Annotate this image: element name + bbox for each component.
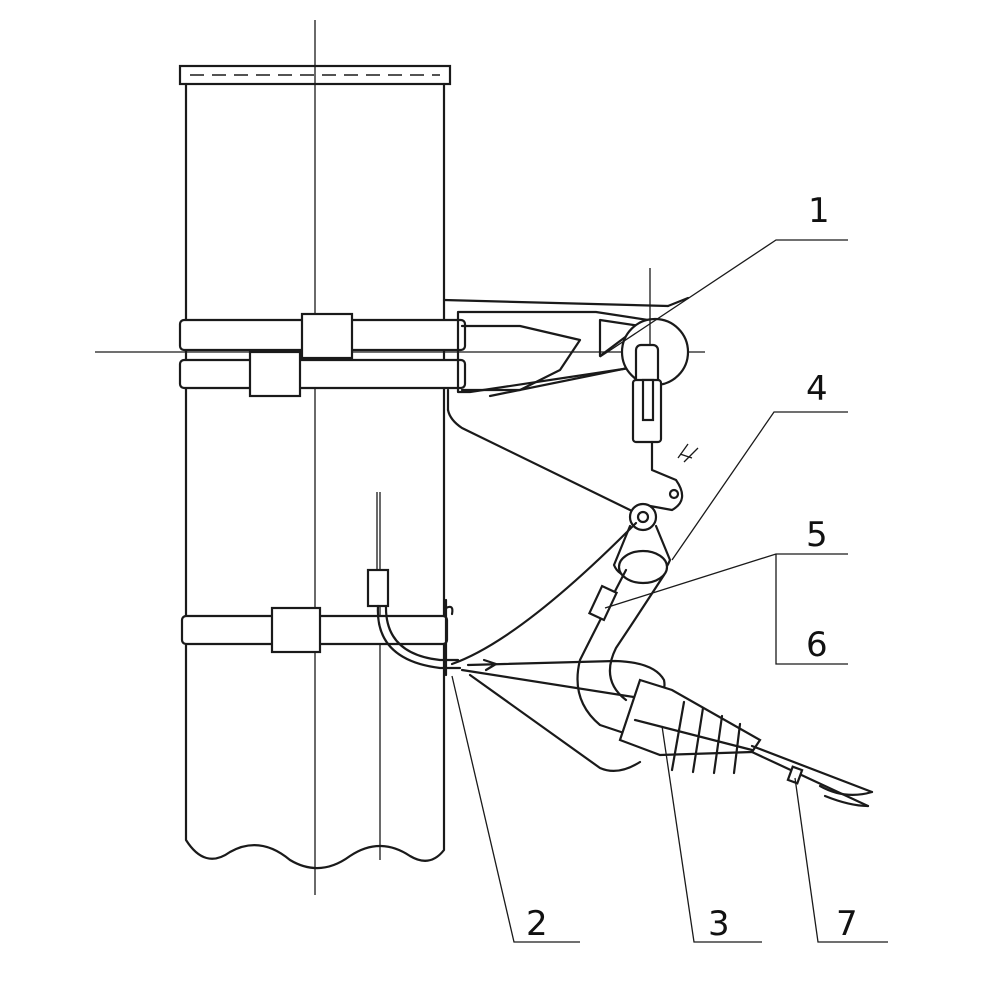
callout-4: 4 [806, 369, 828, 409]
pole-body [184, 82, 446, 870]
bracket-top-tip [666, 296, 690, 308]
hook-link-pin [668, 488, 680, 500]
leader-6 [775, 554, 848, 665]
bracket-top-edge [442, 298, 670, 308]
hook-chain [612, 343, 699, 585]
drop-wire [576, 568, 666, 737]
conductor-wire-top [750, 744, 874, 794]
pole [178, 20, 452, 895]
clamp-body [618, 678, 762, 757]
leader-4 [671, 411, 848, 561]
bracket-inner-edge [460, 324, 582, 392]
bracket-lower-arm [446, 408, 632, 512]
conductor [750, 744, 874, 808]
lower-band-hook [444, 605, 454, 616]
upper-clamp-bands [95, 312, 705, 398]
hook-link [648, 440, 684, 512]
callout-2: 2 [526, 904, 548, 944]
conductor-strands [818, 784, 874, 808]
clamp-fin-2 [691, 706, 705, 774]
callout-6: 6 [806, 625, 828, 665]
drop-wire-sleeve [587, 584, 619, 622]
leader-7 [794, 777, 888, 943]
conductor-ferrule [786, 765, 804, 785]
cable-loop-outer [376, 604, 462, 670]
dead-end-loop-bottom [468, 673, 642, 773]
cable-loop-inner [384, 604, 460, 662]
callout-7: 7 [836, 904, 858, 944]
clamp-fin-1 [670, 700, 686, 772]
stay-to-clamp [460, 668, 642, 700]
clamp-body-mid [633, 718, 754, 752]
upper-band-2 [178, 358, 467, 390]
lower-band-bolt [270, 606, 322, 654]
leader-3 [661, 725, 762, 943]
shackle-inner-slot [641, 378, 655, 422]
upper-band-bolt-1 [300, 312, 354, 360]
cable-connector [366, 568, 390, 608]
leader-1 [599, 239, 848, 358]
dead-end-tab [482, 658, 498, 672]
conductor-wire-bottom [750, 750, 870, 808]
leader-lines [451, 239, 888, 943]
bracket-plate-cutout [598, 318, 642, 358]
callout-3: 3 [708, 904, 730, 944]
hook-cotter-pin [677, 443, 699, 463]
callout-5: 5 [806, 515, 828, 555]
clamp-fin-4 [732, 722, 742, 775]
callout-labels: 1 2 3 4 5 6 7 [526, 191, 858, 944]
connection-eye-hole [636, 510, 650, 524]
down-cable [366, 492, 462, 670]
clevis-ring [617, 549, 669, 585]
callout-1: 1 [808, 191, 830, 231]
clamp-fin-3 [712, 714, 724, 775]
drop-wire-inner [608, 573, 666, 702]
leader-2 [451, 675, 580, 943]
tension-clamp [618, 678, 762, 775]
stay-to-eye [450, 521, 638, 666]
upper-band-bolt-2 [248, 350, 302, 398]
bracket-diagonal-strut [488, 362, 650, 398]
lower-clamp-band [180, 598, 454, 677]
